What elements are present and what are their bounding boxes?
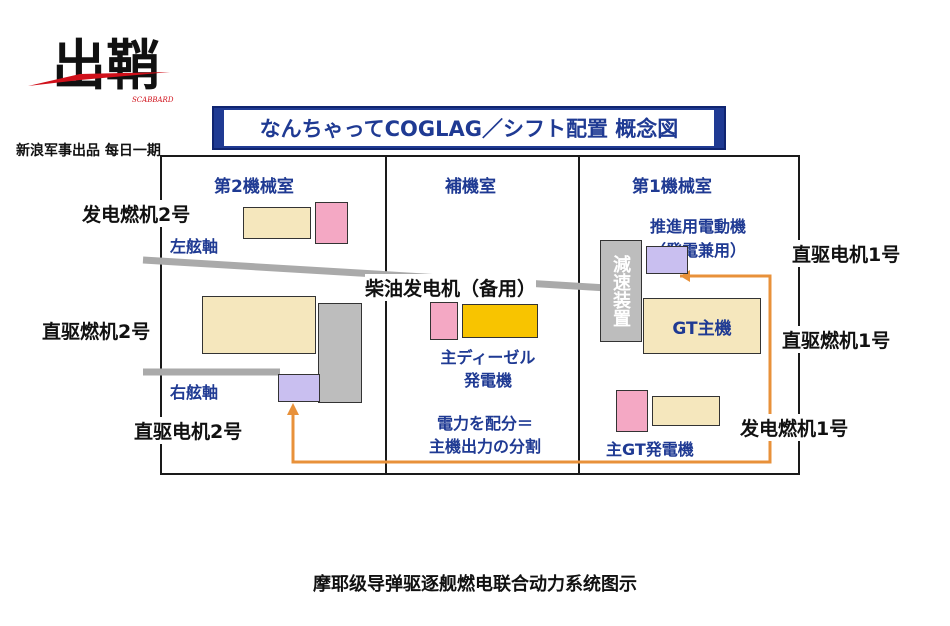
room-divider [578,155,580,475]
scabbard-logo: 出鞘 SCABBARD [20,16,190,116]
annotation-direct-motor-2: 直驱电机2号 [134,417,243,444]
generator-2-box [315,202,348,244]
annotation-gen-turbine-1: 发电燃机1号 [740,414,849,441]
source-label: 新浪军事出品 每日一期 [16,143,161,159]
diesel-generator-box [430,302,458,340]
annotation-direct-motor-1: 直驱电机1号 [792,240,901,267]
annotation-direct-turbine-2: 直驱燃机2号 [42,317,151,344]
motor-2-box [278,374,320,402]
diesel-engine-box [462,304,538,338]
annotation-diesel-backup: 柴油发电机（备用） [365,274,537,301]
figure-caption: 摩耶级导弹驱逐舰燃电联合动力系统图示 [313,574,637,595]
room1-title: 第1機械室 [632,177,712,197]
logo-mark-icon: 出鞘 SCABBARD [28,34,174,104]
diesel-label: 主ディーゼル 発電機 [440,348,536,390]
gt-main-box: GT主機 [643,298,761,354]
logo-sub-text: SCABBARD [132,96,174,104]
room-divider [385,155,387,475]
gt-generator-1-box [616,390,648,432]
right-shaft-label: 右舷軸 [170,383,219,402]
arrow-head-icon [287,403,299,415]
gen-turbine-2-box [243,207,311,239]
gear-1-box: 減速装置 [600,240,642,342]
direct-turbine-2-box [202,296,316,354]
aux-room-title: 補機室 [445,177,496,197]
gear-2-box [318,303,362,403]
motor-1-box [646,246,688,274]
logo-text: 出鞘 [52,34,160,97]
gen-turbine-1-box [652,396,720,426]
power-distribution-note: 電力を配分＝ 主機出力の分割 [428,414,541,456]
power-arrow-path [291,274,772,464]
diagram-title: なんちゃってCOGLAG／シフト配置 概念図 [224,110,714,146]
gt-generator-label: 主GT発電機 [606,440,694,459]
left-shaft-label: 左舷軸 [170,237,219,256]
annotation-direct-turbine-1: 直驱燃机1号 [782,326,891,353]
annotation-gen-turbine-2: 发电燃机2号 [82,200,191,227]
room2-title: 第2機械室 [214,177,294,197]
